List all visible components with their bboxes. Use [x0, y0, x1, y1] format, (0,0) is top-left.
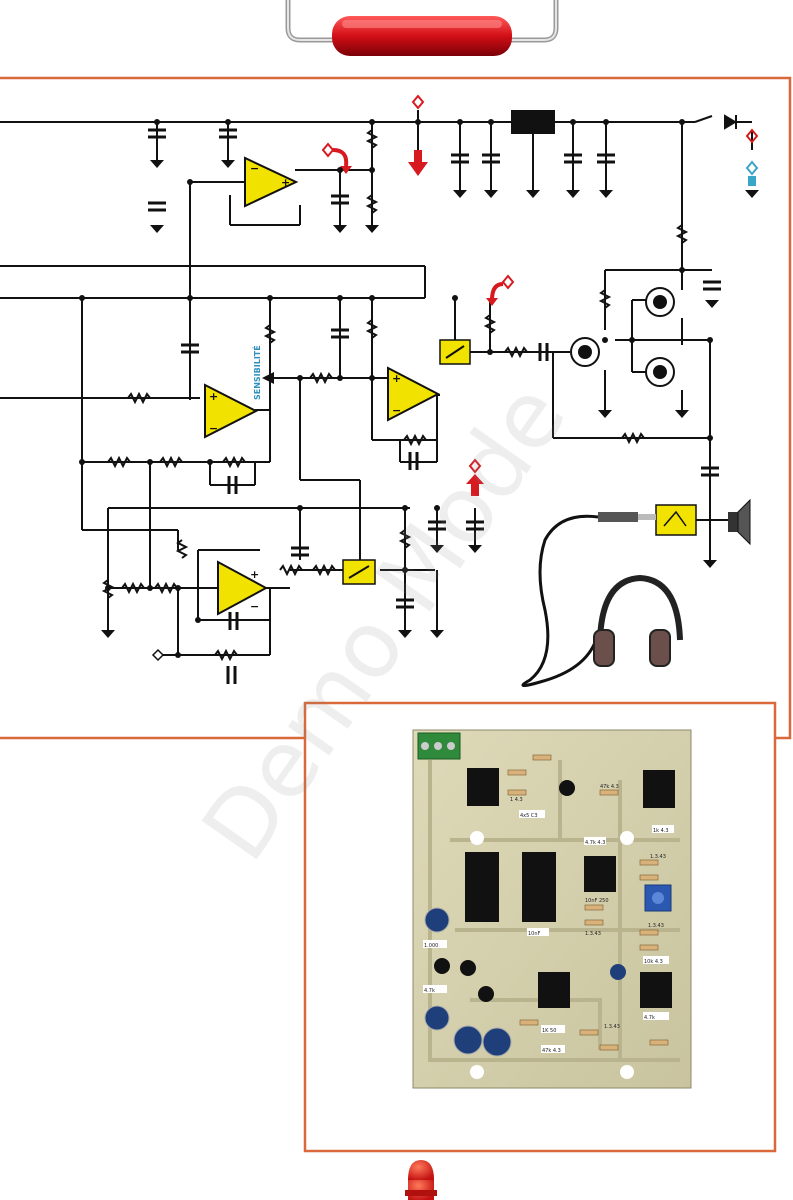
headphone-cable — [521, 514, 599, 687]
junction-dots — [79, 119, 713, 658]
resistors — [101, 129, 689, 662]
op-amp-bottom: + − — [217, 560, 269, 616]
pcb-label: 10k 4.3 — [644, 959, 663, 965]
svg-text:+: + — [281, 176, 290, 189]
svg-text:−: − — [209, 422, 218, 435]
output-jack — [655, 504, 697, 536]
pcb-label: 4.7k — [424, 988, 435, 994]
svg-text:SENSIBILITÉ: SENSIBILITÉ — [251, 345, 262, 400]
pcb-label: 1.3.43 — [585, 931, 601, 937]
op-amp-mid-right: + − — [387, 366, 441, 422]
pcb-label: 1.000 — [424, 943, 438, 949]
pcb-photo — [412, 729, 692, 1089]
handle-graphic — [285, 0, 559, 56]
op-amp-top: − + — [244, 156, 299, 208]
svg-text:−: − — [250, 600, 259, 613]
pcb-label: 47k 4.3 — [542, 1048, 561, 1054]
input-terminal — [151, 648, 165, 662]
analog-switch-lower — [342, 559, 376, 585]
pcb-label: 1.3.43 — [604, 1024, 620, 1030]
op-amp-mid-left: + − — [204, 383, 259, 439]
pcb-label: 1k 4.3 — [653, 828, 669, 834]
pcb-label: 4x5 C3 — [520, 813, 538, 819]
capacitors — [148, 128, 721, 684]
schematic-frame — [0, 76, 792, 740]
svg-text:−: − — [250, 162, 259, 175]
diode-switch — [694, 114, 752, 130]
pcb-label: 1K 50 — [542, 1028, 556, 1034]
sensitivity-potentiometer: SENSIBILITÉ — [251, 345, 274, 400]
pcb-label: 4.7k 4.3 — [585, 840, 605, 846]
svg-text:+: + — [392, 372, 401, 385]
transistors — [570, 287, 675, 387]
pcb-label: 1.3.43 — [648, 923, 664, 929]
led-graphic — [405, 1160, 437, 1200]
pcb-label: 47k 4.3 — [600, 784, 619, 790]
pcb-label: 1 4.3 — [510, 797, 523, 803]
voltage-regulator — [511, 110, 555, 134]
ground-symbols — [101, 160, 759, 638]
svg-text:−: − — [392, 404, 401, 417]
power-indicators — [321, 94, 759, 496]
pcb-label: 10nF — [528, 931, 541, 937]
svg-text:+: + — [209, 390, 218, 403]
headphone-plug — [598, 512, 656, 522]
svg-text:+: + — [250, 568, 259, 581]
pcb-label: 4.7k — [644, 1015, 655, 1021]
pcb-label: 1.3.43 — [650, 854, 666, 860]
analog-switch-upper — [439, 339, 471, 365]
pcb-label: 10nF 250 — [585, 898, 609, 904]
speaker-icon — [728, 498, 751, 546]
headphones-icon — [593, 574, 683, 667]
